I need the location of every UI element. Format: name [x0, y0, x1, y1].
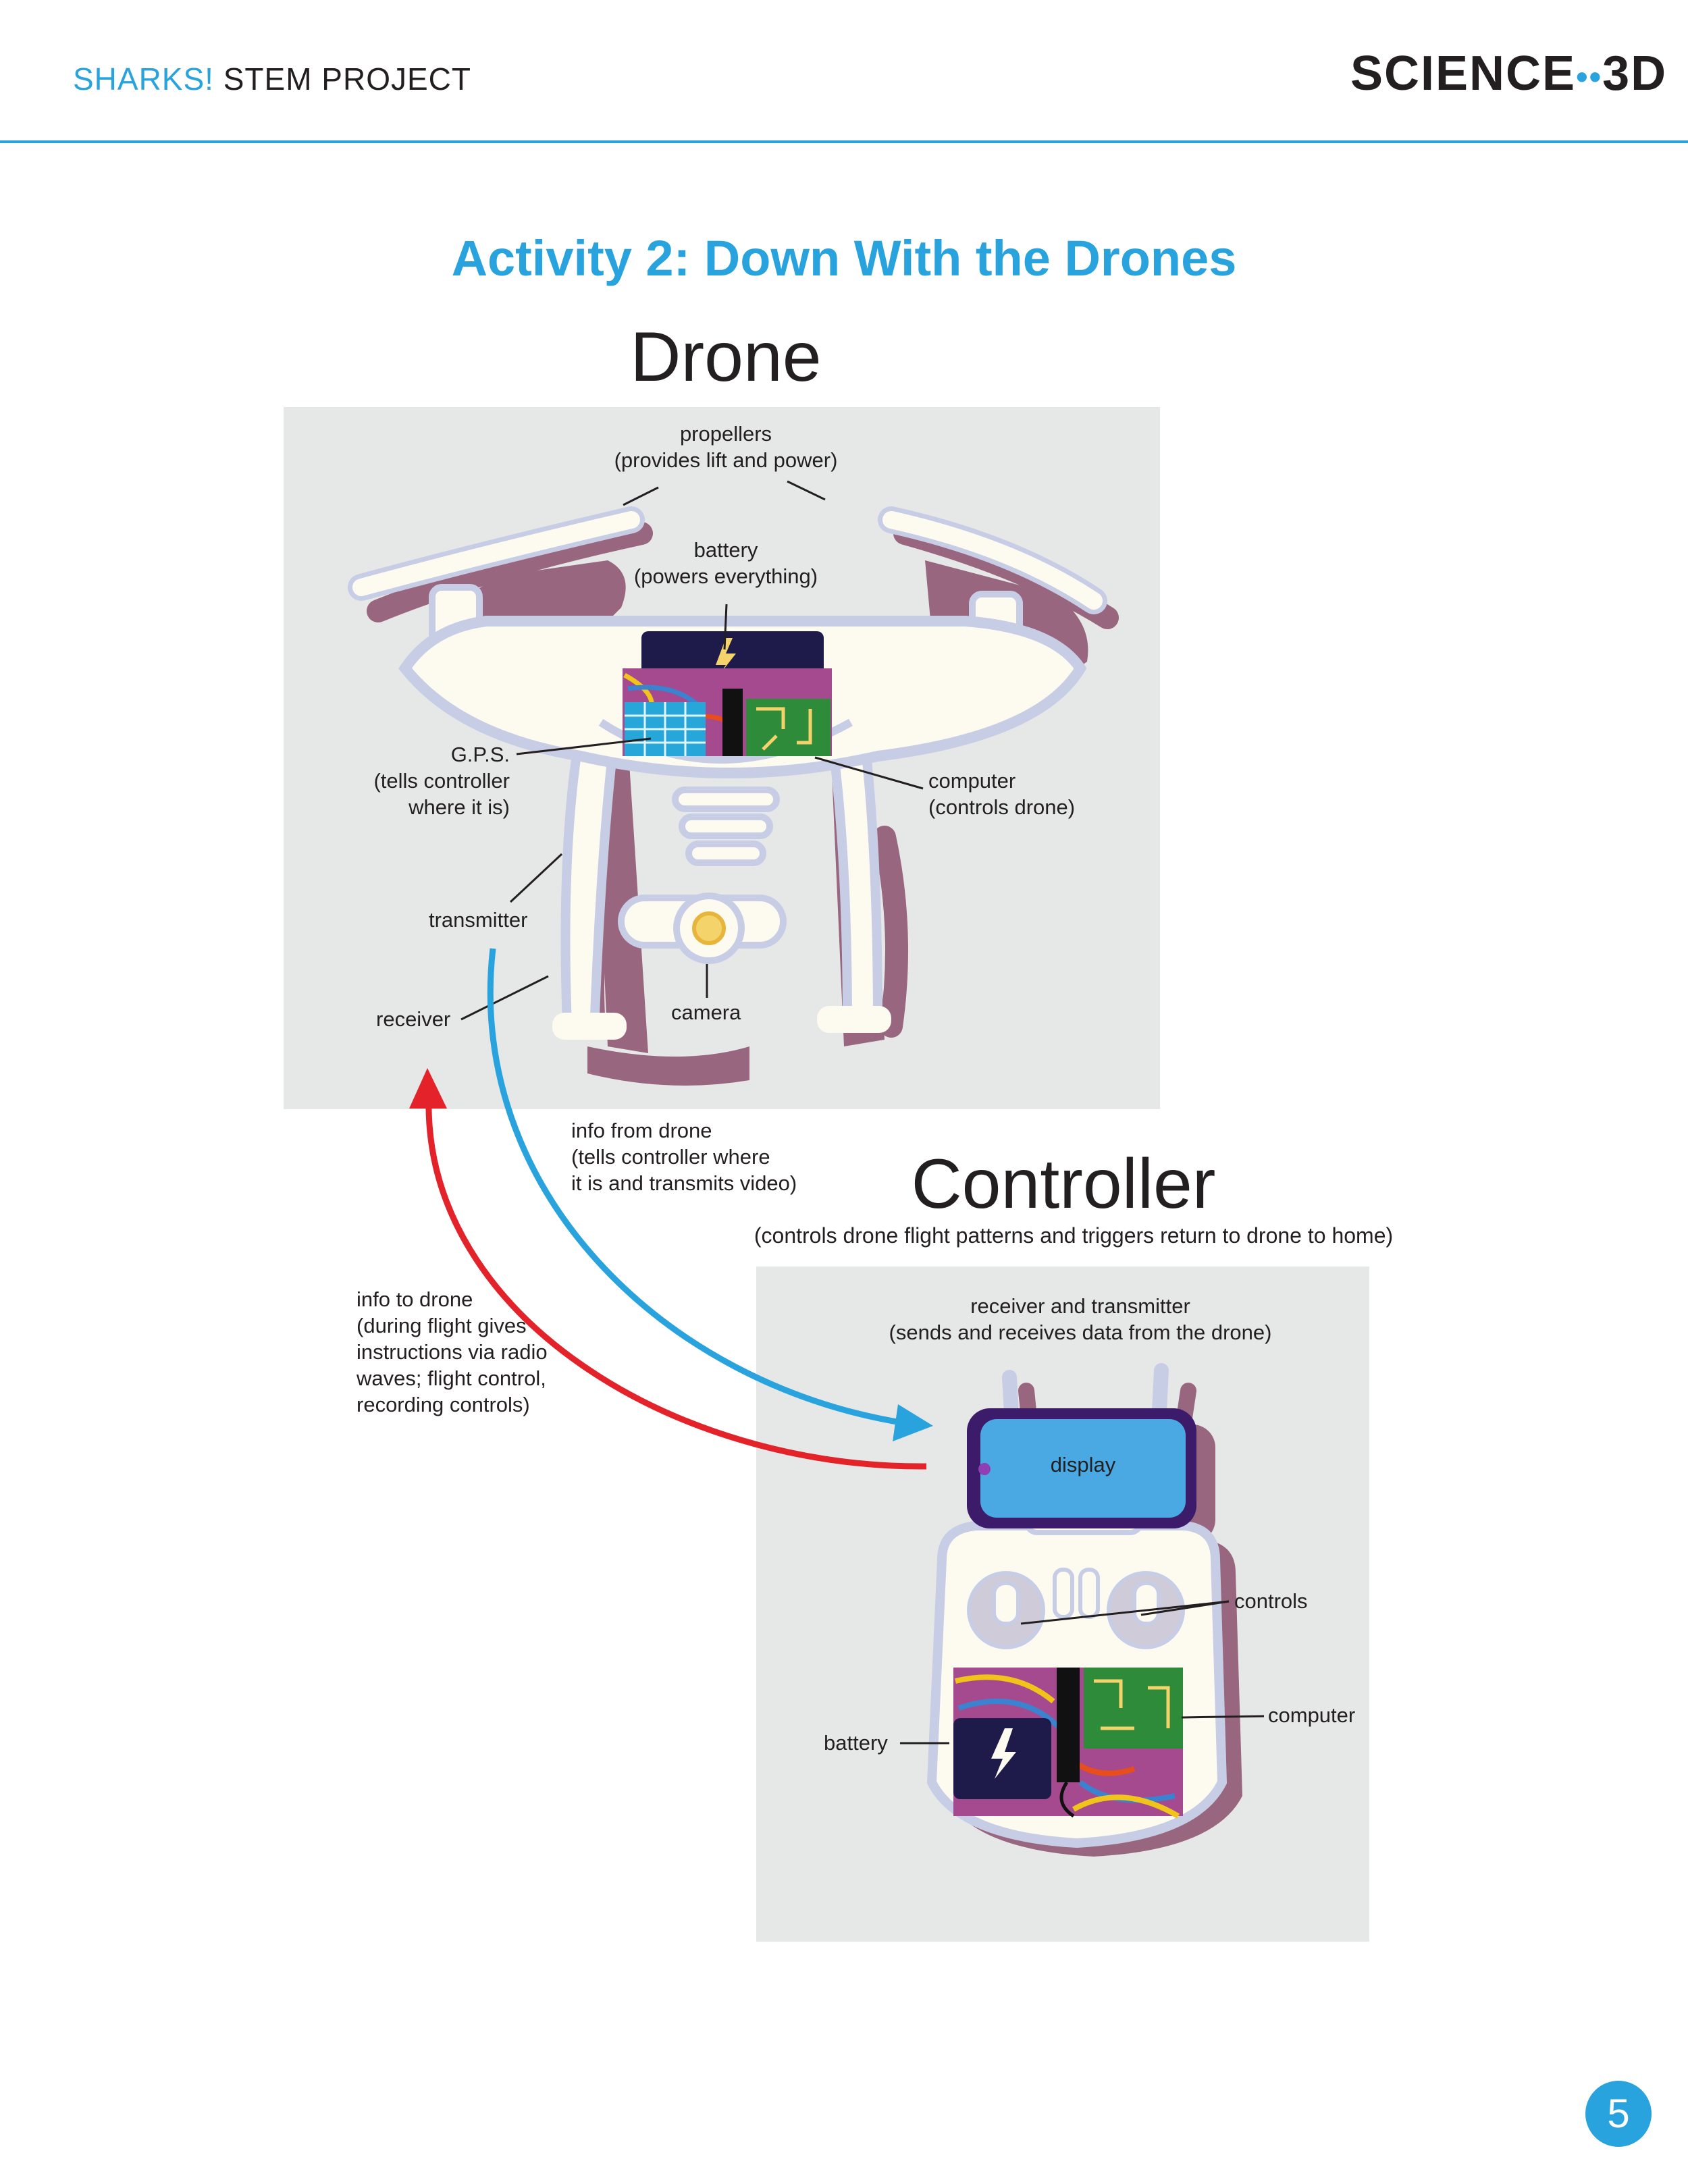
info-from-drone-line-3: it is and transmits video)	[571, 1171, 797, 1195]
science-3d-logo: SCIENCE••3D	[1350, 46, 1667, 101]
receiver-label: receiver	[376, 1007, 451, 1031]
info-to-drone-line-2: (during flight gives	[357, 1314, 527, 1337]
controller-heading: Controller	[911, 1145, 1216, 1223]
page-number: 5	[1585, 2081, 1652, 2147]
logo-text-left: SCIENCE	[1350, 47, 1577, 101]
drone-battery-label: battery (powers everything)	[608, 537, 844, 589]
receiver-transmitter-label-title: receiver and transmitter	[970, 1294, 1190, 1318]
propellers-label: propellers (provides lift and power)	[591, 421, 861, 473]
controller-subtitle: (controls drone flight patterns and trig…	[754, 1223, 1394, 1248]
drone-computer-label: computer (controls drone)	[928, 768, 1075, 820]
gps-label-desc-2: where it is)	[408, 795, 510, 819]
gps-label: G.P.S. (tells controller where it is)	[351, 741, 510, 820]
gps-label-desc-1: (tells controller	[373, 769, 510, 793]
drone-heading: Drone	[630, 318, 822, 396]
info-to-drone-line-1: info to drone	[357, 1287, 473, 1311]
info-from-drone-label: info from drone (tells controller where …	[571, 1117, 797, 1196]
camera-label: camera	[671, 1001, 741, 1024]
controller-battery-label: battery	[824, 1731, 888, 1755]
info-from-drone-line-1: info from drone	[571, 1119, 712, 1142]
receiver-transmitter-label: receiver and transmitter (sends and rece…	[844, 1293, 1317, 1346]
propellers-label-desc: (provides lift and power)	[614, 448, 838, 472]
info-to-drone-label: info to drone (during flight gives instr…	[357, 1286, 548, 1418]
transmitter-label: transmitter	[429, 908, 528, 932]
drone-battery-label-title: battery	[693, 538, 758, 562]
drone-computer-label-title: computer	[928, 769, 1016, 793]
logo-text-right: 3D	[1602, 47, 1668, 101]
controller-computer-label: computer	[1268, 1703, 1356, 1727]
gps-label-title: G.P.S.	[450, 743, 510, 766]
info-to-drone-line-4: waves; flight control,	[357, 1366, 546, 1390]
header-divider	[0, 140, 1688, 143]
propellers-label-title: propellers	[679, 422, 772, 446]
info-to-drone-line-5: recording controls)	[357, 1393, 530, 1416]
header-title-rest: STEM PROJECT	[213, 61, 471, 97]
logo-dots: ••	[1576, 57, 1603, 96]
header-title-accent: SHARKS!	[73, 61, 214, 97]
drone-computer-label-desc: (controls drone)	[928, 795, 1076, 819]
receiver-transmitter-label-desc: (sends and receives data from the drone)	[889, 1321, 1272, 1344]
info-from-drone-line-2: (tells controller where	[571, 1145, 770, 1169]
header-title: SHARKS! STEM PROJECT	[73, 61, 471, 97]
drone-battery-label-desc: (powers everything)	[633, 564, 818, 588]
info-to-drone-line-3: instructions via radio	[357, 1340, 548, 1364]
activity-title: Activity 2: Down With the Drones	[451, 230, 1237, 286]
controls-label: controls	[1234, 1589, 1308, 1613]
display-label: display	[1050, 1453, 1116, 1476]
